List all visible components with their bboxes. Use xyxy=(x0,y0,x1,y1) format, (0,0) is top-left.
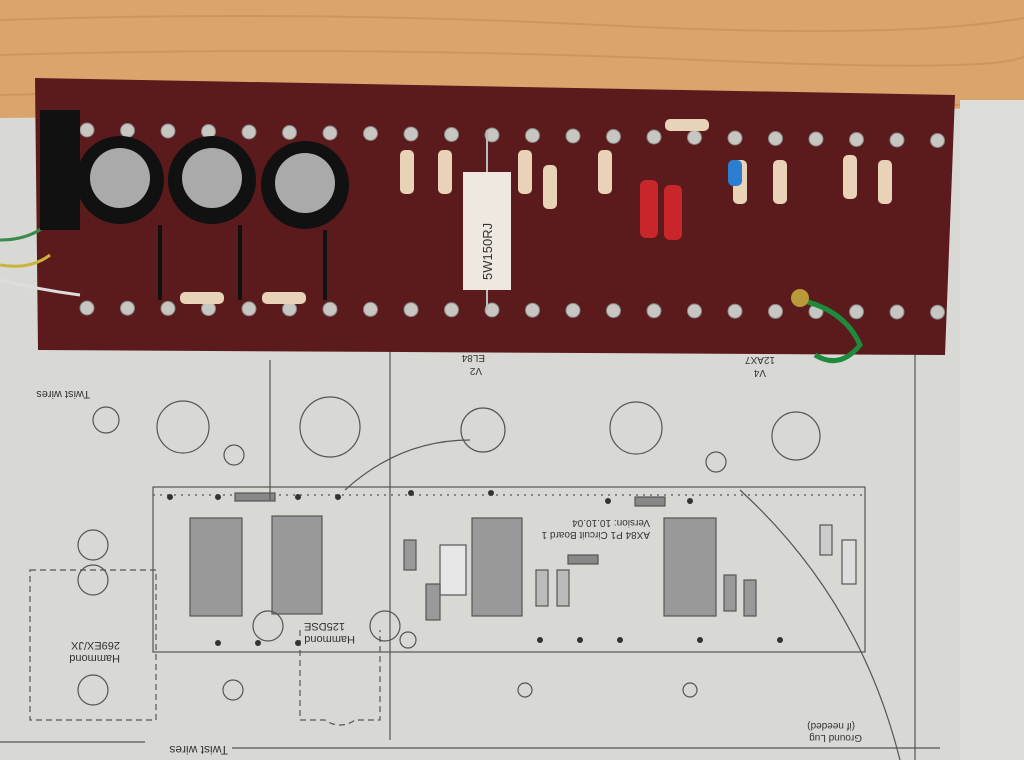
resistor xyxy=(438,150,452,194)
power-resistor-marking: 5W150RJ xyxy=(480,223,495,280)
board-hole xyxy=(606,129,621,144)
ground-lug xyxy=(791,289,809,307)
resistor xyxy=(665,119,709,131)
board-hole xyxy=(444,127,459,142)
board-hole xyxy=(930,133,945,148)
board-holes xyxy=(79,122,945,320)
twist-wires-bottom-label: Twist wires xyxy=(169,743,228,757)
paper-edge xyxy=(960,100,1024,760)
board-hole xyxy=(120,300,135,316)
ground-lug-label-2: (if needed) xyxy=(807,720,855,731)
film-capacitor xyxy=(664,185,682,240)
output-transformer-label-2: 125DSE xyxy=(304,620,345,632)
filter-capacitors xyxy=(76,136,349,300)
tube-v4-type: 12AX7 xyxy=(745,354,775,365)
tube-v2-name: V2 xyxy=(469,365,482,376)
board-hole xyxy=(160,123,176,139)
board-hole xyxy=(808,131,824,147)
board-hole xyxy=(889,304,905,320)
resistor xyxy=(180,292,224,304)
resistor xyxy=(543,165,557,209)
board-hole xyxy=(525,302,540,318)
resistor xyxy=(878,160,892,204)
resistor xyxy=(400,150,414,194)
resistor xyxy=(773,160,787,204)
board-hole xyxy=(687,130,702,145)
ground-lug-label-1: Ground Lug xyxy=(809,732,862,743)
film-capacitor xyxy=(640,180,658,238)
resistors xyxy=(180,119,892,304)
board-hole xyxy=(444,302,459,318)
board-hole xyxy=(282,301,297,317)
board-title: AX84 P1 Circuit Board 1 xyxy=(541,529,650,540)
resistor xyxy=(518,150,532,194)
resistor xyxy=(843,155,857,199)
board-hole xyxy=(484,302,500,318)
tube-v2-type: EL84 xyxy=(461,352,485,363)
board-hole xyxy=(363,126,378,141)
board-hole xyxy=(363,301,378,317)
board-version: Version: 10.10.04 xyxy=(572,517,650,528)
input-jack xyxy=(40,110,80,230)
board-hole xyxy=(79,300,95,316)
power-transformer-label-2: 269EX/JX xyxy=(70,639,120,651)
board-hole xyxy=(403,302,419,318)
board-hole xyxy=(282,125,297,140)
resistor xyxy=(262,292,306,304)
schematic-nodes xyxy=(167,490,783,646)
board-hole xyxy=(403,126,419,142)
board-hole xyxy=(727,130,743,146)
ceramic-capacitor xyxy=(728,160,742,186)
board-hole xyxy=(160,300,176,316)
board-hole xyxy=(849,304,864,320)
board-hole xyxy=(606,303,621,319)
board-hole xyxy=(322,301,338,317)
board-hole xyxy=(241,124,257,140)
tube-v4-name: V4 xyxy=(753,367,766,378)
board-hole xyxy=(687,303,702,319)
schematic-drawing xyxy=(0,350,940,760)
output-transformer-label-1: Hammond xyxy=(304,633,355,645)
board-hole xyxy=(120,123,135,138)
resistor xyxy=(598,150,612,194)
board-hole xyxy=(849,132,864,147)
schematic-labels: Twist wires Twist wires EL84 V2 12AX7 V4… xyxy=(36,352,862,757)
board-hole xyxy=(241,301,257,317)
board-hole xyxy=(930,304,945,320)
board-hole xyxy=(565,302,581,318)
power-transformer-label-1: Hammond xyxy=(69,652,120,664)
board-hole xyxy=(768,303,783,319)
board-hole xyxy=(565,128,581,144)
board-hole xyxy=(525,128,540,143)
board-hole xyxy=(322,125,338,141)
twist-wires-top-label: Twist wires xyxy=(36,388,90,400)
board-hole xyxy=(889,132,905,148)
board-hole xyxy=(79,122,95,138)
board-hole xyxy=(646,129,662,145)
board-hole xyxy=(727,303,743,319)
board-hole xyxy=(768,131,783,146)
board-hole xyxy=(646,303,662,319)
board-hole xyxy=(484,127,500,143)
power-resistor: 5W150RJ xyxy=(463,130,511,310)
